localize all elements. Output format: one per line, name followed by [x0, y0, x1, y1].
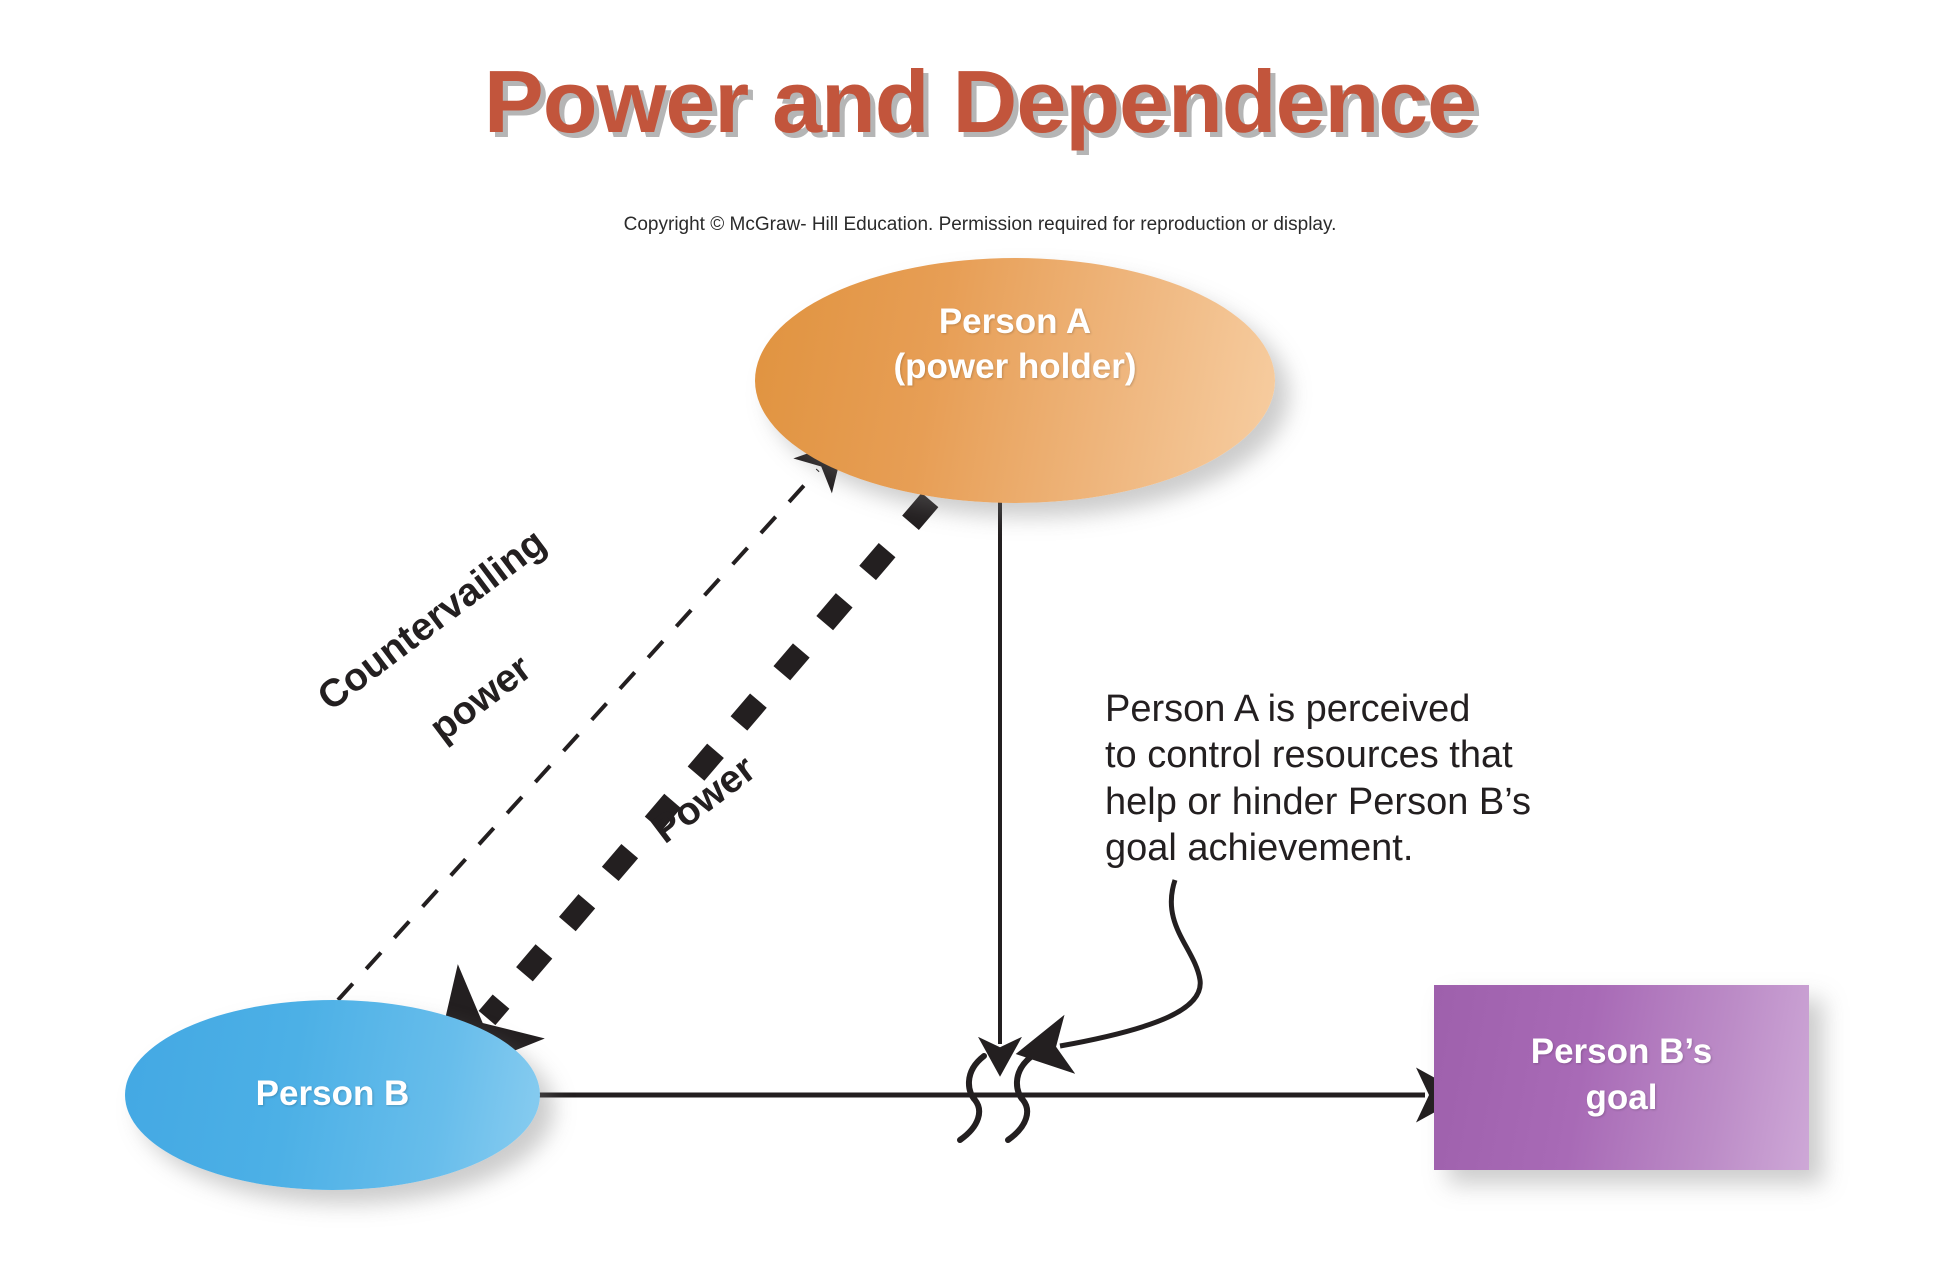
node-person-b-goal[interactable]	[1434, 985, 1809, 1170]
edge-label-countervailing-power: Countervailing power	[247, 493, 625, 857]
dependence-break-symbol	[957, 1053, 1035, 1143]
edge-label-power-line1: Power	[644, 747, 764, 852]
annotation-text: Person A is perceived to control resourc…	[1105, 686, 1665, 871]
node-person-a[interactable]	[755, 258, 1275, 503]
node-person-b[interactable]	[125, 1000, 540, 1190]
annotation-line1: Person A is perceived	[1105, 688, 1471, 730]
annotation-line2: to control resources that	[1105, 734, 1513, 777]
annotation-line3: help or hinder Person B’s	[1105, 780, 1531, 823]
copyright-notice: Copyright © McGraw- Hill Education. Perm…	[623, 214, 1337, 235]
annotation-line4: goal achievement.	[1105, 827, 1414, 870]
edge-annotation-callout	[1015, 879, 1203, 1074]
edge-label-power: Power	[570, 701, 805, 926]
page-title: Power and Dependence	[483, 52, 1477, 151]
edge-label-countervailing-line2: power	[421, 646, 540, 751]
